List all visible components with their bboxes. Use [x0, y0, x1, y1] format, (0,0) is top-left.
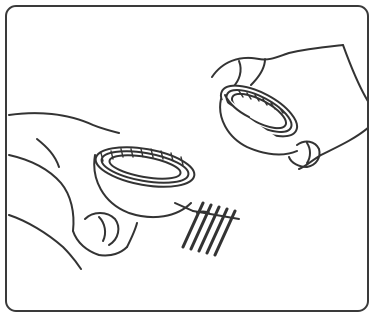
cleaning-illustration	[7, 7, 369, 312]
eyecup-right	[213, 75, 304, 154]
cleaning-brush	[175, 203, 239, 255]
illustration-frame	[5, 5, 369, 312]
